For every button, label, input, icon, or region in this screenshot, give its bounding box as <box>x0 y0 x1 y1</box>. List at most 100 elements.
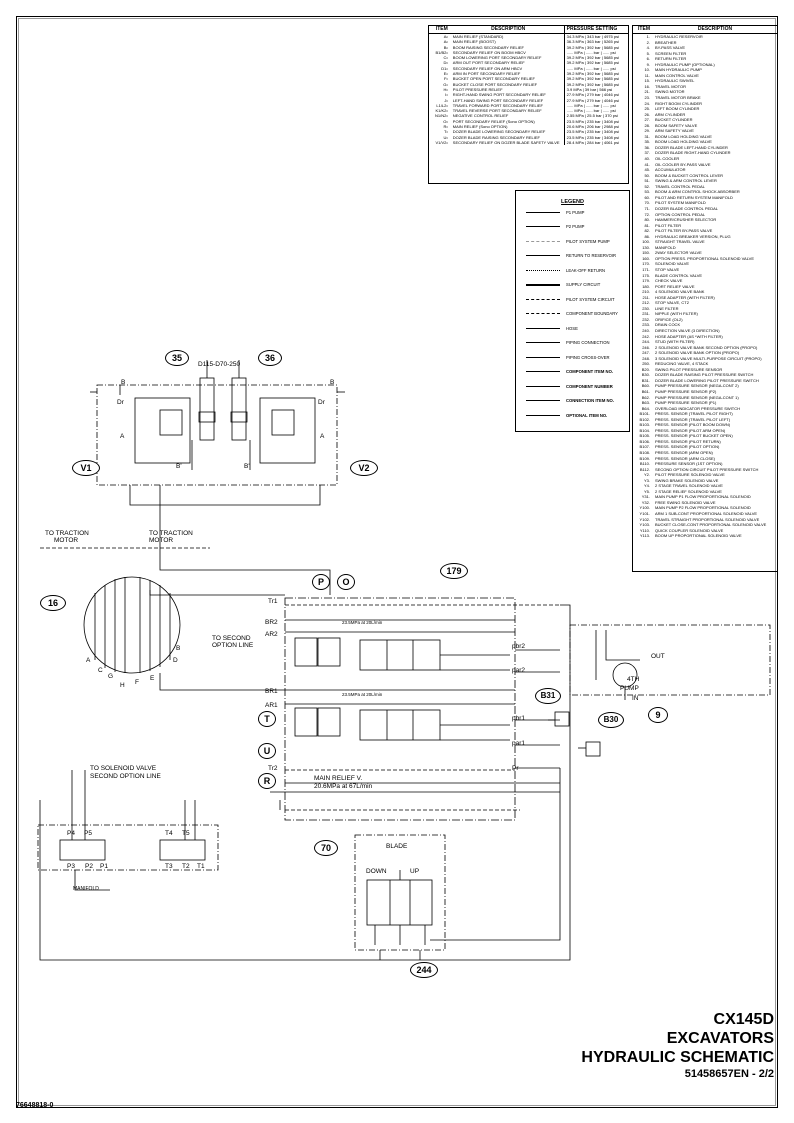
legend-label: RETURN TO RESERVOIR <box>566 253 617 259</box>
row-item: B101. <box>639 411 650 417</box>
row-item: O• <box>443 118 448 124</box>
row-item: Y4. <box>643 483 650 489</box>
row-description: PILOT AND RETURN SYSTEM MANIFOLD <box>655 194 733 200</box>
table-row: 23.TRAVEL MOTOR BRAKE <box>633 95 777 101</box>
table-row: 242.HOSE ADAPTER (AS *WITH FILTER) <box>633 334 777 340</box>
legend-item: PILOT SYSTEM PUMP <box>516 234 629 249</box>
table-header: ITEM DESCRIPTION <box>633 26 777 34</box>
table-row: B62.PUMP PRESSURE SENSOR (NEGA-CONT 1) <box>633 395 777 401</box>
row-item: 231. <box>642 311 650 317</box>
label-motor-e: E <box>150 675 155 682</box>
row-item: 4. <box>646 45 650 51</box>
row-item: R• <box>443 124 448 130</box>
legend-symbol <box>526 313 560 315</box>
label-up: UP <box>410 868 419 875</box>
label-t3: T3 <box>165 863 173 870</box>
table-row: 231.NIPPLE (WITH FILTER) <box>633 311 777 317</box>
row-description: DOZER BLADE RIGHT-HAND CYLINDER <box>655 150 731 156</box>
legend-label: COMPONENT NUMBER <box>566 383 613 389</box>
table-row: 15.HYDRAULIC SWIVEL <box>633 78 777 84</box>
row-item: 31. <box>644 133 650 139</box>
row-pressure: 23.5 MPa | 235 bar | 3408 psi <box>563 129 628 135</box>
row-description: BOOM & ARM CONTROL SHOCK ABSORBER <box>655 189 740 195</box>
row-pressure: 27.9 MPa | 279 bar | 4046 psi <box>563 92 628 98</box>
row-item: B107. <box>639 444 650 450</box>
table-row: B107.PRESS. SENSOR (PILOT OPTION) <box>633 444 777 450</box>
row-item: B112. <box>639 466 650 472</box>
row-description: PILOT PRESSURE SOLENOID VALVE <box>655 472 725 478</box>
label-to-traction-1a: TO TRACTION <box>45 530 89 537</box>
row-item: 130. <box>642 244 650 250</box>
row-description: CHECK VALVE <box>655 278 683 284</box>
table-row: Y102.TRAVEL STRAIGHT PROPORTIONAL SOLENO… <box>633 517 777 523</box>
row-description: OPTION PRESS. PROPORTIONAL SOLENOID VALV… <box>655 255 754 261</box>
header-description: DESCRIPTION <box>697 26 733 32</box>
label-d115: D115-D70-250 <box>198 361 241 368</box>
table-row: 45.ACCUMULATOR <box>633 167 777 173</box>
legend-item: P2 PUMP <box>516 220 629 235</box>
row-pressure: 27.9 MPa | 279 bar | 4046 psi <box>563 97 628 103</box>
label-b-right: B <box>330 379 334 386</box>
table-row: 70.PILOT SYSTEM MANIFOLD <box>633 200 777 206</box>
row-pressure: 28.4 MPa | 284 bar | 4061 psi <box>563 139 628 146</box>
row-description: SOLENOID VALVE <box>655 261 690 267</box>
row-description: LEFT-HAND SWING PORT SECONDARY RELIEF <box>452 97 544 103</box>
legend-item: COMPONENT NUMBER <box>516 379 629 394</box>
label-br2: BR2 <box>265 619 278 626</box>
row-item: J• <box>444 97 448 103</box>
row-item: 23. <box>644 95 650 101</box>
title-model: CX145D <box>713 1011 774 1028</box>
row-item: 11. <box>644 72 650 78</box>
legend-item: SUPPLY CIRCUIT <box>516 278 629 293</box>
legend-item: RETURN TO RESERVOIR <box>516 249 629 264</box>
row-description: BUCKET OPEN PORT SECONDARY RELIEF <box>452 76 535 82</box>
row-item: B60. <box>641 383 650 389</box>
table-row: 247.2 SOLENOID VALVE BANK OPTION (PROPO) <box>633 350 777 356</box>
row-description: OPTION CONTROL PEDAL <box>655 211 706 217</box>
row-pressure: 23.5 MPa | 235 bar | 3408 psi <box>563 134 628 140</box>
row-description: PRESS. SENSOR (TRAVEL PILOT RIGHT) <box>655 411 733 417</box>
row-item: H• <box>443 86 448 92</box>
row-description: BREATHER <box>655 39 677 45</box>
table-row: 11.MAIN CONTROL VALVE <box>633 73 777 79</box>
table-body: A•MAIN RELIEF (STANDARD)34.3 MPa | 343 b… <box>429 34 628 146</box>
row-description: PILOT FILTER <box>655 222 682 228</box>
table-row: 248.3 SOLENOID VALVE MULTI-PURPOSE CIRCU… <box>633 356 777 362</box>
row-pressure: 3.9 MPa | 39 bar | 566 psi <box>563 86 628 93</box>
table-row: 31.BOOM LOAD HOLDING VALVE <box>633 134 777 140</box>
row-description: BOOM LOAD HOLDING VALVE <box>655 139 712 145</box>
header-item: ITEM <box>435 26 448 32</box>
row-item: B103. <box>639 422 650 428</box>
row-item: B• <box>443 44 448 50</box>
callout-179: 179 <box>440 563 468 579</box>
table-row: 179.CHECK VALVE <box>633 278 777 284</box>
callout-9: 9 <box>648 707 668 723</box>
title-drawing: HYDRAULIC SCHEMATIC <box>581 1049 774 1066</box>
row-description: SWING MOTOR <box>655 89 685 95</box>
table-row: B109.PRESS. SENSOR (ARM CLOSE) <box>633 456 777 462</box>
label-down: DOWN <box>366 868 387 875</box>
label-motor-h: H <box>120 682 125 689</box>
legend-symbol <box>526 283 560 286</box>
legend-symbol <box>526 385 560 387</box>
table-row: B1/B2•SECONDARY RELIEF ON BOOM HBCV.....… <box>429 49 628 56</box>
row-description: BY-PASS VALVE <box>655 45 686 51</box>
label-p5: P5 <box>84 830 92 837</box>
legend-item: CONNECTION ITEM NO. <box>516 394 629 409</box>
label-motor-f: F <box>135 679 139 686</box>
table-row: B31.DOZER BLADE LOWERING PILOT PRESSURE … <box>633 378 777 384</box>
table-row: 37.DOZER BLADE RIGHT-HAND CYLINDER <box>633 150 777 156</box>
label-pbr1: pbr1 <box>512 715 525 722</box>
label-dr-left: Dr <box>117 399 125 406</box>
row-description: PILOT SYSTEM MANIFOLD <box>655 200 706 206</box>
table-row: 250.REDUCING VALVE, 4 STACK <box>633 361 777 367</box>
row-item: 86. <box>644 233 650 239</box>
table-row: B64.OVERLOAD INDICATOR PRESSURE SWITCH <box>633 406 777 412</box>
row-description: ARM CYLINDER <box>655 111 686 117</box>
row-description: TRAVEL STRAIGHT PROPORTIONAL SOLENOID VA… <box>655 516 760 522</box>
row-item: 29. <box>644 128 650 134</box>
row-description: TRAVEL CONTROL PEDAL <box>655 183 705 189</box>
